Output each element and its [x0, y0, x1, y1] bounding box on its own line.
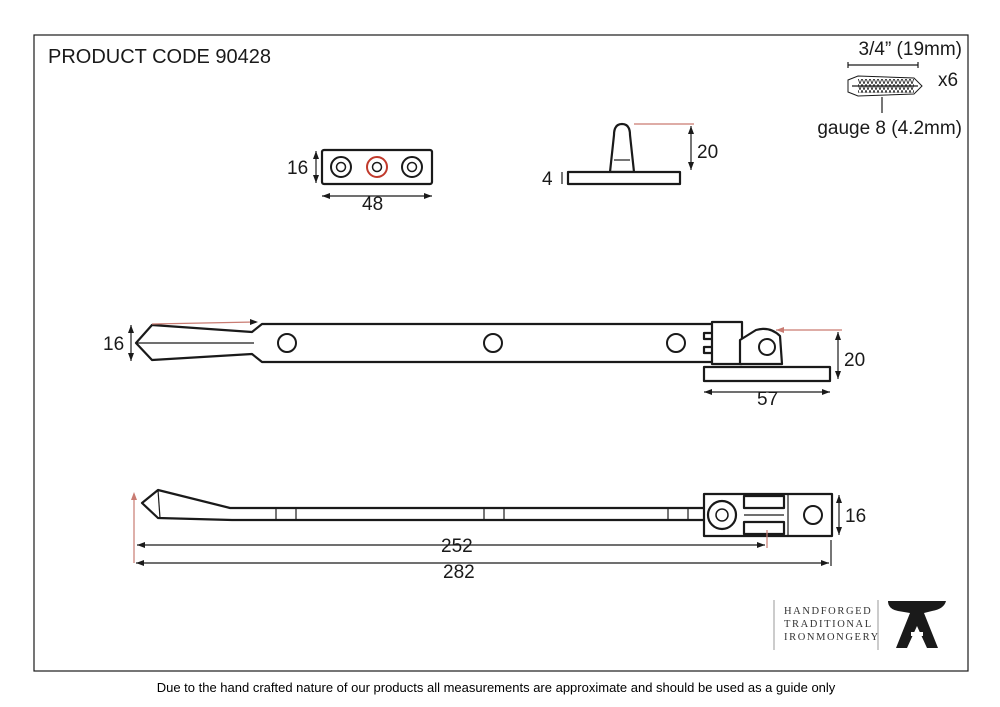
side-bracket-height-dimension: 16 — [836, 495, 866, 535]
footer-disclaimer: Due to the hand crafted nature of our pr… — [157, 680, 836, 695]
pin-height-dimension: 20 — [634, 123, 718, 170]
brand-line-ironmongery: IRONMONGERY — [784, 632, 880, 643]
screw-gauge-label: gauge 8 (4.2mm) — [817, 118, 962, 139]
pin-height-label: 20 — [697, 142, 718, 163]
stay-length-dimension: 252 — [131, 492, 768, 563]
locking-pin — [566, 122, 682, 186]
stay-head-dimension: 16 — [103, 319, 258, 361]
stay-length-label: 252 — [441, 536, 473, 557]
anvil-icon — [888, 601, 946, 648]
drawing-frame — [33, 34, 969, 672]
overall-length-label: 282 — [443, 562, 475, 583]
pin-base-label: 4 — [542, 169, 553, 190]
keep-plate-height-label: 16 — [287, 158, 308, 179]
keep-plate — [320, 148, 434, 186]
side-bracket-height-label: 16 — [845, 506, 866, 527]
stay-head-label: 16 — [103, 334, 124, 355]
brand-line-traditional: TRADITIONAL — [784, 619, 873, 630]
screw-quantity: x6 — [938, 70, 958, 91]
pin-base-dimension: 4 — [542, 169, 563, 190]
screw-icon — [847, 75, 923, 97]
brand-block: HANDFORGED TRADITIONAL IRONMONGERY — [773, 600, 946, 650]
overall-length-dimension: 282 — [136, 540, 832, 583]
product-code-title: PRODUCT CODE 90428 — [48, 46, 271, 68]
bracket-height-dimension: 20 — [776, 327, 865, 379]
bracket-width-dimension: 57 — [704, 389, 830, 410]
stay-plan-view — [134, 320, 832, 383]
keep-plate-width-dimension: 48 — [322, 193, 432, 215]
stay-side-view — [140, 488, 834, 538]
keep-plate-height-dimension: 16 — [287, 151, 319, 183]
screw-spec: 3/4” (19mm) x6 gauge 8 (4.2mm) — [817, 39, 962, 139]
keep-plate-width-label: 48 — [362, 194, 383, 215]
bracket-width-label: 57 — [757, 389, 778, 410]
bracket-height-label: 20 — [844, 350, 865, 371]
brand-line-handforged: HANDFORGED — [784, 606, 872, 617]
screw-length-label: 3/4” (19mm) — [859, 39, 962, 60]
